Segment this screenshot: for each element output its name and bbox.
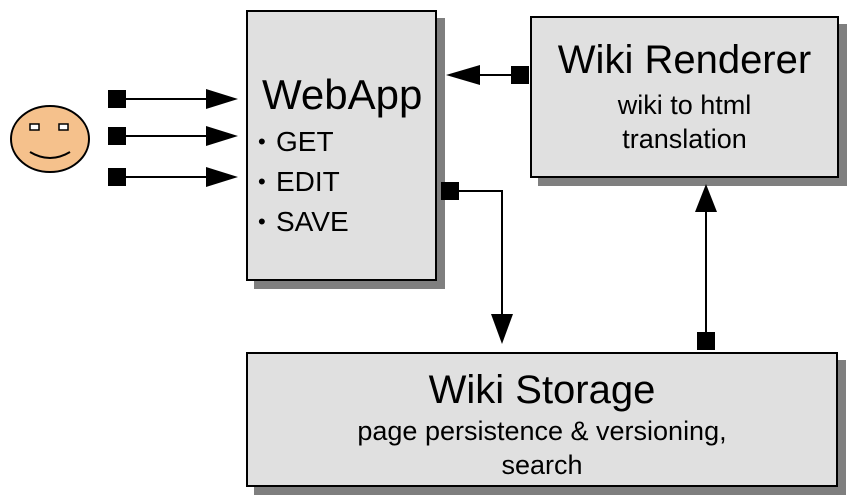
renderer-subtitle-line1: wiki to html (617, 90, 752, 120)
storage-to-renderer-arrow (695, 184, 717, 350)
storage-subtitle-line2: search (501, 450, 583, 480)
renderer-subtitle-line2: translation (622, 124, 747, 154)
operation-label: EDIT (276, 166, 340, 197)
bullet-icon: • (258, 169, 266, 194)
operation-label: GET (276, 126, 334, 157)
user-to-webapp-arrow-save (108, 167, 238, 187)
wiki-storage-box: Wiki Storage page persistence & versioni… (246, 352, 838, 487)
webapp-box: WebApp • GET • EDIT • SAVE (246, 10, 437, 281)
webapp-operations-list: • GET • EDIT • SAVE (248, 122, 435, 242)
renderer-to-webapp-arrow (446, 65, 529, 85)
smiley-face-icon (10, 105, 90, 173)
wiki-renderer-box: Wiki Renderer wiki to html translation (530, 16, 839, 178)
operation-label: SAVE (276, 206, 349, 237)
bullet-icon: • (258, 209, 266, 234)
user-to-webapp-arrow-edit (108, 126, 238, 146)
operation-edit: • EDIT (258, 162, 435, 202)
bullet-icon: • (258, 129, 266, 154)
webapp-to-storage-arrow (441, 182, 513, 344)
webapp-title: WebApp (262, 71, 423, 118)
storage-title: Wiki Storage (428, 368, 656, 412)
operation-save: • SAVE (258, 202, 435, 242)
storage-subtitle-line1: page persistence & versioning, (357, 416, 727, 446)
renderer-title: Wiki Renderer (557, 38, 812, 82)
operation-get: • GET (258, 122, 435, 162)
user-to-webapp-arrow-get (108, 89, 238, 109)
